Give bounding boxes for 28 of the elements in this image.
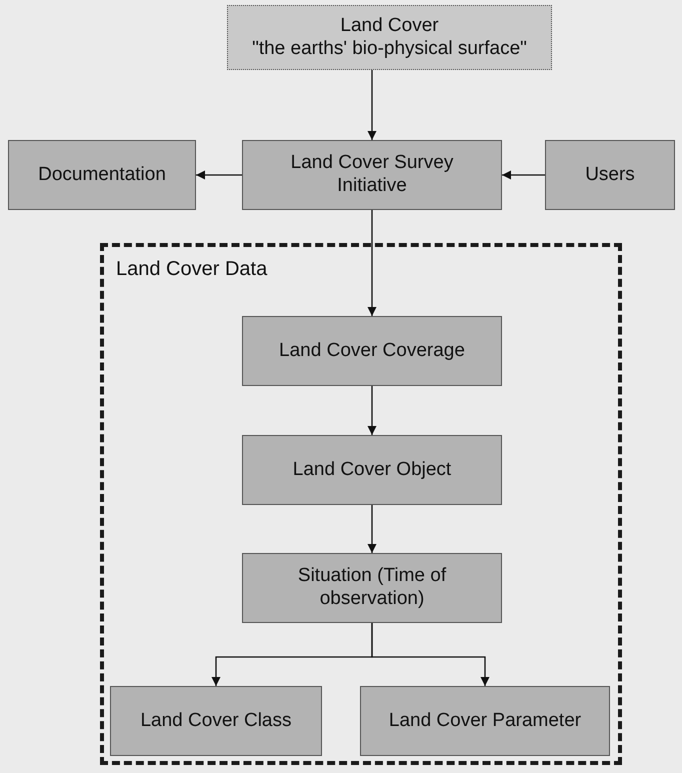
process-box: [242, 435, 502, 505]
box-label: Land Cover Parameter: [388, 710, 582, 732]
box-label: Land Cover Object: [292, 458, 452, 482]
arrow: [368, 505, 376, 553]
arrow: [196, 170, 242, 180]
arrow: [368, 70, 376, 140]
box-label: Documentation: [38, 164, 166, 186]
arrow: [502, 170, 545, 180]
source-box: [227, 5, 552, 70]
process-box: [360, 686, 610, 756]
box-label: Situation (Time of observation): [296, 565, 448, 611]
box-label: Users: [585, 164, 635, 186]
process-box: [242, 316, 502, 386]
arrow: [371, 623, 490, 686]
arrow: [368, 210, 376, 316]
box-label: Land Cover: [340, 14, 439, 38]
process-box: [545, 140, 675, 210]
box-label: Land Cover Coverage: [279, 340, 465, 362]
box-label: Land Cover Class: [140, 710, 292, 732]
dashed-group-frame: [100, 243, 622, 765]
process-box: [8, 140, 196, 210]
process-box: [242, 553, 502, 623]
box-subtitle: "the earths' bio-physical surface": [252, 38, 527, 60]
arrow: [368, 386, 376, 435]
group-title: Land Cover Data: [116, 257, 268, 281]
box-label: Land Cover Survey Initiative: [290, 152, 454, 198]
process-box: [110, 686, 322, 756]
process-box: [242, 140, 502, 210]
